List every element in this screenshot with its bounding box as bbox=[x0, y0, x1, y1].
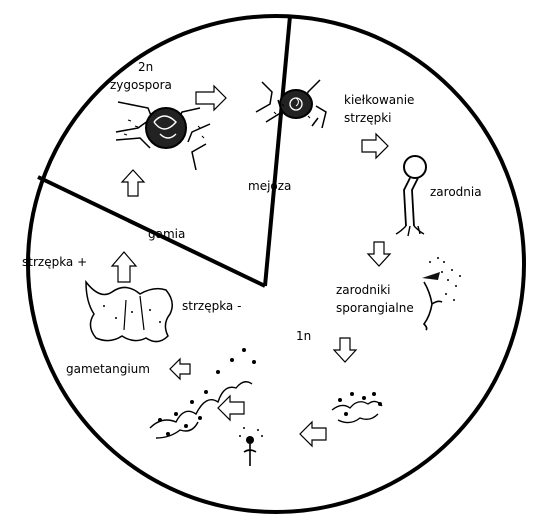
hyphae-plus-minus-illustration bbox=[85, 279, 173, 343]
cycle-circle bbox=[26, 14, 526, 514]
arrow-down-spores bbox=[332, 337, 358, 363]
germination-label-line1: kiełkowanie bbox=[344, 93, 414, 107]
arrow-down-sporangium bbox=[366, 241, 392, 267]
mycelium-illustration-right bbox=[331, 392, 383, 424]
germinating-spore-illustration bbox=[239, 427, 263, 466]
gametangium-mycelium-illustration bbox=[149, 348, 256, 439]
sporangium-illustration bbox=[395, 155, 427, 237]
germination-label-line2: strzępki bbox=[344, 111, 391, 125]
divider-gamy bbox=[37, 175, 266, 288]
gametangium-label: gametangium bbox=[66, 362, 150, 376]
arrow-left-lower bbox=[299, 420, 327, 448]
hypha-plus-label: strzępka + bbox=[22, 255, 87, 269]
arrow-right-germination bbox=[361, 132, 389, 160]
haploid-ploidy-label: 1n bbox=[296, 329, 311, 343]
meiosis-illustration bbox=[255, 79, 327, 129]
arrow-right-top bbox=[195, 84, 227, 112]
sporangial-spores-label-line2: sporangialne bbox=[336, 301, 414, 315]
arrow-left-gametangium bbox=[169, 357, 191, 381]
arrow-up-gamy bbox=[120, 169, 146, 197]
arrow-up-hypha bbox=[110, 251, 138, 283]
zygospore-label: zygospora bbox=[110, 78, 172, 92]
sporangium-label: zarodnia bbox=[430, 185, 482, 199]
zygote-ploidy-label: 2n bbox=[138, 60, 153, 74]
divider-meiosis bbox=[263, 15, 292, 287]
hypha-minus-label: strzępka - bbox=[182, 299, 241, 313]
meiosis-label: mejoza bbox=[248, 179, 291, 193]
gamy-label: gamia bbox=[148, 227, 185, 241]
releasing-sporangium-illustration bbox=[422, 257, 461, 331]
arrow-left-bottom bbox=[217, 394, 245, 422]
sporangial-spores-label-line1: zarodniki bbox=[336, 283, 391, 297]
zygospore-illustration bbox=[115, 101, 211, 171]
